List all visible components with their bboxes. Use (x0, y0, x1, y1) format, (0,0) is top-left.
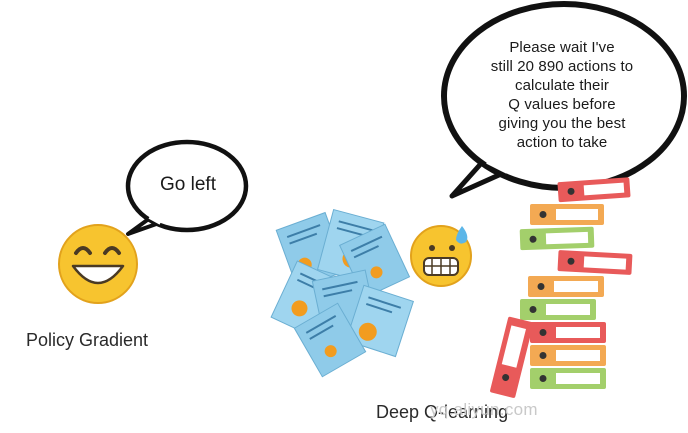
watermark: yq.aliyun.com (430, 400, 538, 419)
dqn-bubble-line: action to take (516, 134, 608, 151)
grimacing-sweat-face-icon (410, 225, 472, 287)
speech-bubble-dqn (441, 1, 687, 199)
policy-gradient-caption: Policy Gradient (26, 330, 149, 350)
dqn-bubble-line: calculate their (514, 77, 610, 94)
dqn-bubble-line: Q values before (508, 96, 616, 113)
grinning-face-icon (58, 224, 138, 304)
policy-bubble-text: Go left (160, 174, 216, 195)
dqn-bubble-line: giving you the best (498, 115, 626, 132)
binder-stack-icon (490, 177, 633, 398)
dqn-bubble-text: Please wait I've still 20 890 actions to… (462, 38, 662, 152)
speech-bubble-policy (125, 139, 249, 236)
dqn-bubble-line: still 20 890 actions to (490, 58, 634, 75)
dqn-bubble-line: Please wait I've (509, 39, 615, 56)
document-pile-icon (270, 208, 415, 378)
deep-q-learning-caption: Deep Q-learning (376, 402, 509, 422)
